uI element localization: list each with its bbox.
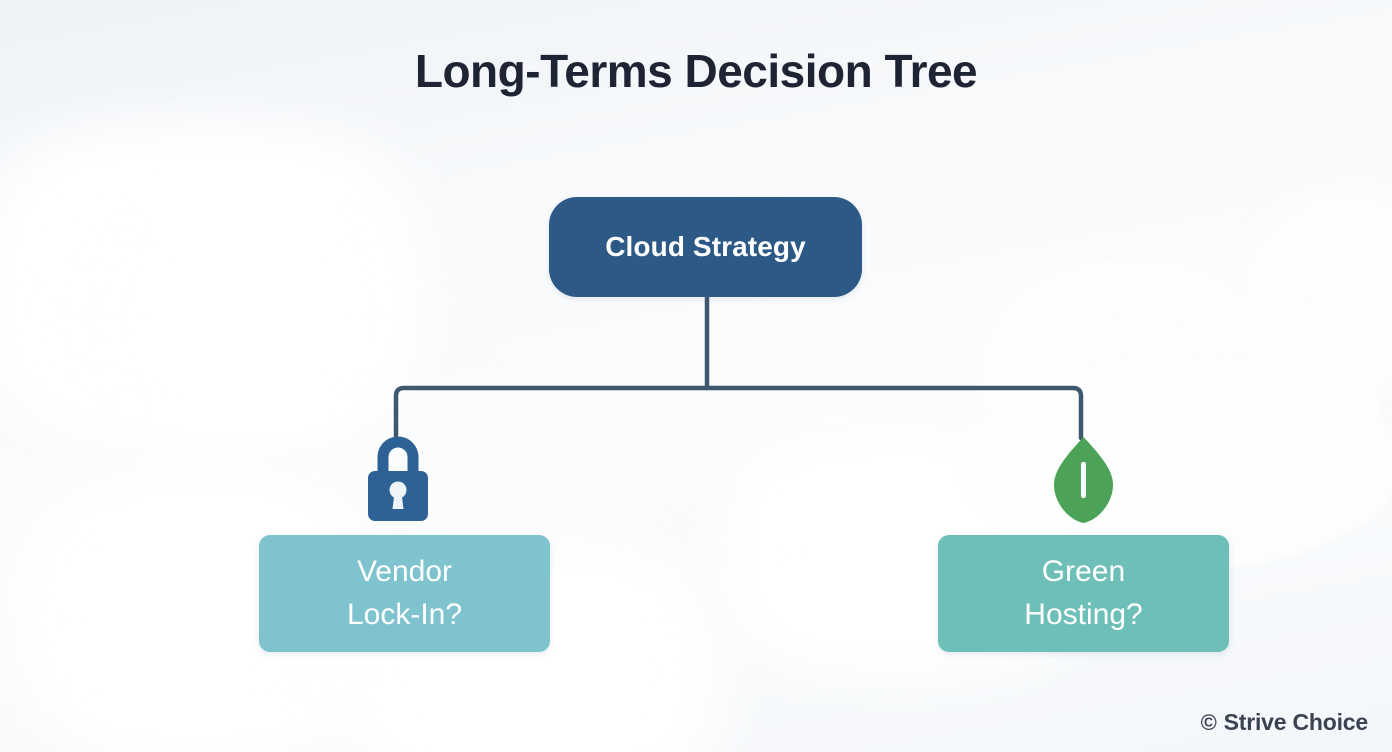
node-cloud-strategy[interactable]: Cloud Strategy (549, 197, 862, 297)
node-label-line1: Vendor (356, 554, 453, 588)
node-label-wrap: Vendor Lock-In? (347, 551, 462, 636)
copyright-icon: © (1200, 709, 1217, 735)
lock-icon (365, 433, 431, 522)
edge-to-vendor-lock-in (393, 385, 710, 439)
leaf-icon (1053, 436, 1114, 524)
cloud-shape (40, 190, 460, 440)
node-label-line2: Lock-In? (346, 597, 463, 631)
watermark-text: Strive Choice (1223, 709, 1369, 735)
node-label: Cloud Strategy (605, 231, 806, 262)
node-vendor-lock-in[interactable]: Vendor Lock-In? (259, 535, 550, 652)
watermark: © Strive Choice (1200, 709, 1369, 736)
node-green-hosting[interactable]: Green Hosting? (938, 535, 1229, 652)
node-label-line1: Green (1041, 554, 1126, 588)
node-label-wrap: Green Hosting? (1024, 551, 1142, 636)
page-title: Long-Terms Decision Tree (414, 45, 978, 97)
edge-to-green-hosting (704, 385, 1084, 441)
node-label-line2: Hosting? (1024, 597, 1143, 631)
